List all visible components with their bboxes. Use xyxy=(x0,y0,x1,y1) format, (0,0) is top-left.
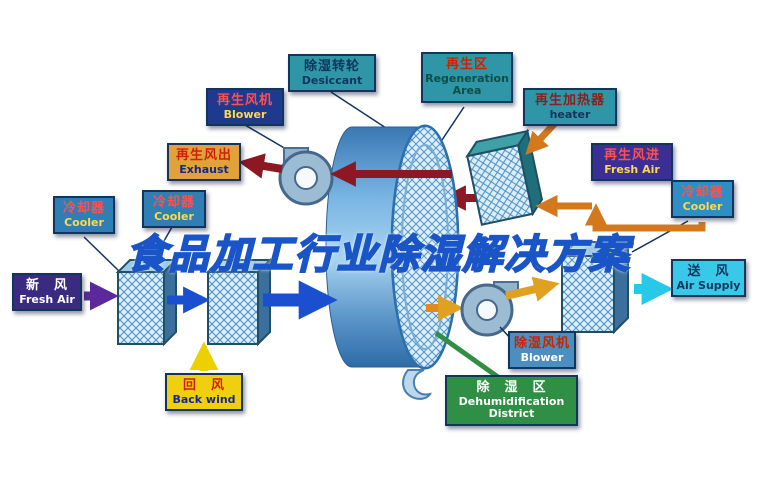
label-dehumid-district: 除 湿 区 Dehumidification District xyxy=(445,375,578,426)
leader-line-cooler-mid xyxy=(151,226,173,263)
label-cooler-right-zh: 冷却器 xyxy=(681,185,724,200)
label-regen-heater-zh: 再生加热器 xyxy=(534,93,605,108)
label-air-supply: 送 风 Air Supply xyxy=(671,259,746,298)
label-regen-fresh-air-zh: 再生风进 xyxy=(603,148,660,163)
label-back-wind: 回 风 Back wind xyxy=(165,373,243,412)
regen-fan-icon xyxy=(278,147,334,206)
label-air-supply-zh: 送 风 xyxy=(687,264,730,279)
label-exhaust-en: Exhaust xyxy=(179,162,229,176)
label-cooler-left-zh: 冷却器 xyxy=(62,201,105,216)
label-dehumid-blower: 除湿风机 Blower xyxy=(508,331,576,370)
curl-decoration xyxy=(402,369,432,400)
label-cooler-mid: 冷却器 Cooler xyxy=(142,190,206,229)
label-cooler-mid-zh: 冷却器 xyxy=(152,195,195,210)
page-title: 食品加工行业除湿解决方案 xyxy=(126,231,631,279)
label-cooler-right-en: Cooler xyxy=(682,199,723,213)
label-regen-heater: 再生加热器 heater xyxy=(523,88,617,127)
label-regeneration-area: 再生区 Regeneration Area xyxy=(421,52,513,103)
fan-hub xyxy=(294,166,318,190)
label-regen-fresh-air-en: Fresh Air xyxy=(604,162,660,176)
ahu-box-right xyxy=(559,239,631,335)
label-cooler-mid-en: Cooler xyxy=(154,209,194,223)
arrow-blower-to-exhaust xyxy=(238,153,283,179)
label-cooler-left: 冷却器 Cooler xyxy=(53,196,115,235)
ahu2-front xyxy=(207,271,259,345)
label-cooler-right: 冷却器 Cooler xyxy=(671,180,734,219)
leader-line-regeneration-area xyxy=(441,106,465,141)
label-fresh-air-zh: 新 风 xyxy=(25,278,68,293)
label-exhaust-zh: 再生风出 xyxy=(175,148,232,163)
desiccant-wheel-inner-ring xyxy=(401,144,449,350)
label-back-wind-en: Back wind xyxy=(172,392,236,406)
label-desiccant-en: Desiccant xyxy=(301,73,363,87)
label-regen-blower-zh: 再生风机 xyxy=(216,93,273,108)
arrow-cooler-to-regen-path xyxy=(584,203,706,232)
label-regeneration-area-en: Regeneration Area xyxy=(425,71,509,98)
label-air-supply-en: Air Supply xyxy=(676,278,741,292)
fan-hub xyxy=(476,299,498,321)
label-regen-fresh-air: 再生风进 Fresh Air xyxy=(591,143,673,182)
leader-line-desiccant xyxy=(330,91,387,129)
label-dehumid-blower-zh: 除湿风机 xyxy=(513,336,570,351)
ahu-box-left-1 xyxy=(115,257,179,347)
label-regen-heater-en: heater xyxy=(549,107,591,121)
label-dehumid-blower-en: Blower xyxy=(520,350,564,364)
ahu1-front xyxy=(117,271,165,345)
label-desiccant-zh: 除湿转轮 xyxy=(303,59,360,74)
ahu3-front xyxy=(561,255,615,333)
label-regeneration-area-zh: 再生区 xyxy=(445,57,488,72)
label-regen-blower-en: Blower xyxy=(223,107,267,121)
label-dehumid-district-en: Dehumidification District xyxy=(458,394,565,421)
label-back-wind-zh: 回 风 xyxy=(182,378,225,393)
supply-fan-icon xyxy=(460,281,519,337)
arrow-fan-to-ahu xyxy=(505,276,560,302)
arrow-heater-down xyxy=(525,119,559,155)
label-regen-blower: 再生风机 Blower xyxy=(206,88,284,127)
label-exhaust: 再生风出 Exhaust xyxy=(167,143,241,182)
leader-line-dehumid-district xyxy=(434,330,500,380)
label-cooler-left-en: Cooler xyxy=(64,215,104,229)
label-fresh-air-en: Fresh Air xyxy=(19,292,75,306)
label-desiccant: 除湿转轮 Desiccant xyxy=(288,54,376,93)
label-fresh-air: 新 风 Fresh Air xyxy=(12,273,82,312)
regen-box-front xyxy=(466,144,534,226)
leader-line-cooler-left xyxy=(83,236,121,273)
ahu-box-left-2 xyxy=(205,257,273,347)
label-dehumid-district-zh: 除 湿 区 xyxy=(476,380,547,395)
